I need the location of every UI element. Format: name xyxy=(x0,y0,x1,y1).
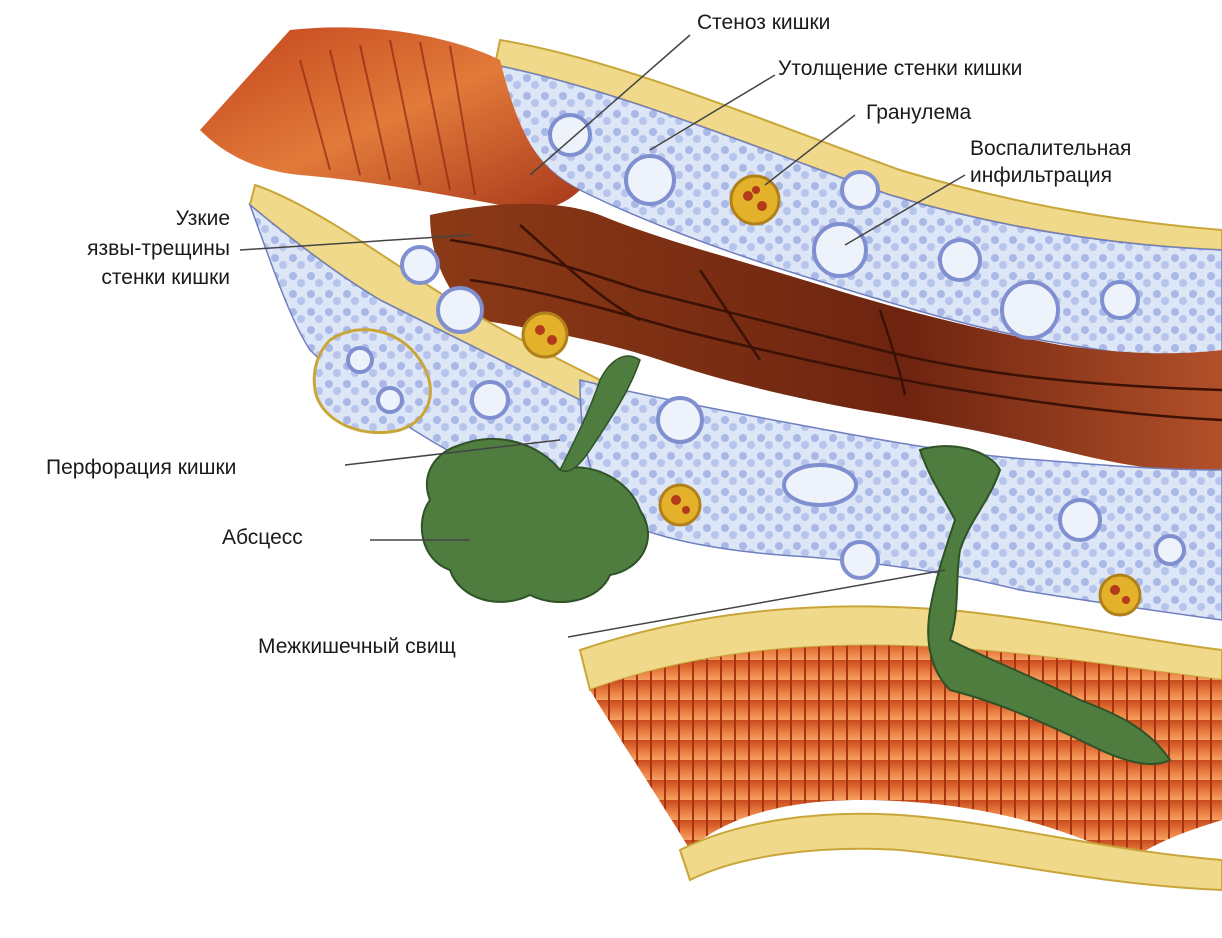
label-abscess: Абсцесс xyxy=(222,525,303,550)
label-fissure-ulcers-1: Узкие xyxy=(176,206,230,231)
label-fistula: Межкишечный свищ xyxy=(258,634,456,659)
label-granuloma: Гранулема xyxy=(866,100,971,125)
label-fissure-ulcers-2: язвы-трещины xyxy=(87,236,230,261)
label-perforation: Перфорация кишки xyxy=(46,455,236,480)
label-inflammatory-infiltration-1: Воспалительная xyxy=(970,136,1131,161)
label-fissure-ulcers-3: стенки кишки xyxy=(101,265,230,290)
label-wall-thickening: Утолщение стенки кишки xyxy=(778,56,1022,81)
label-inflammatory-infiltration-2: инфильтрация xyxy=(970,163,1112,188)
label-stenosis: Стеноз кишки xyxy=(697,10,830,35)
